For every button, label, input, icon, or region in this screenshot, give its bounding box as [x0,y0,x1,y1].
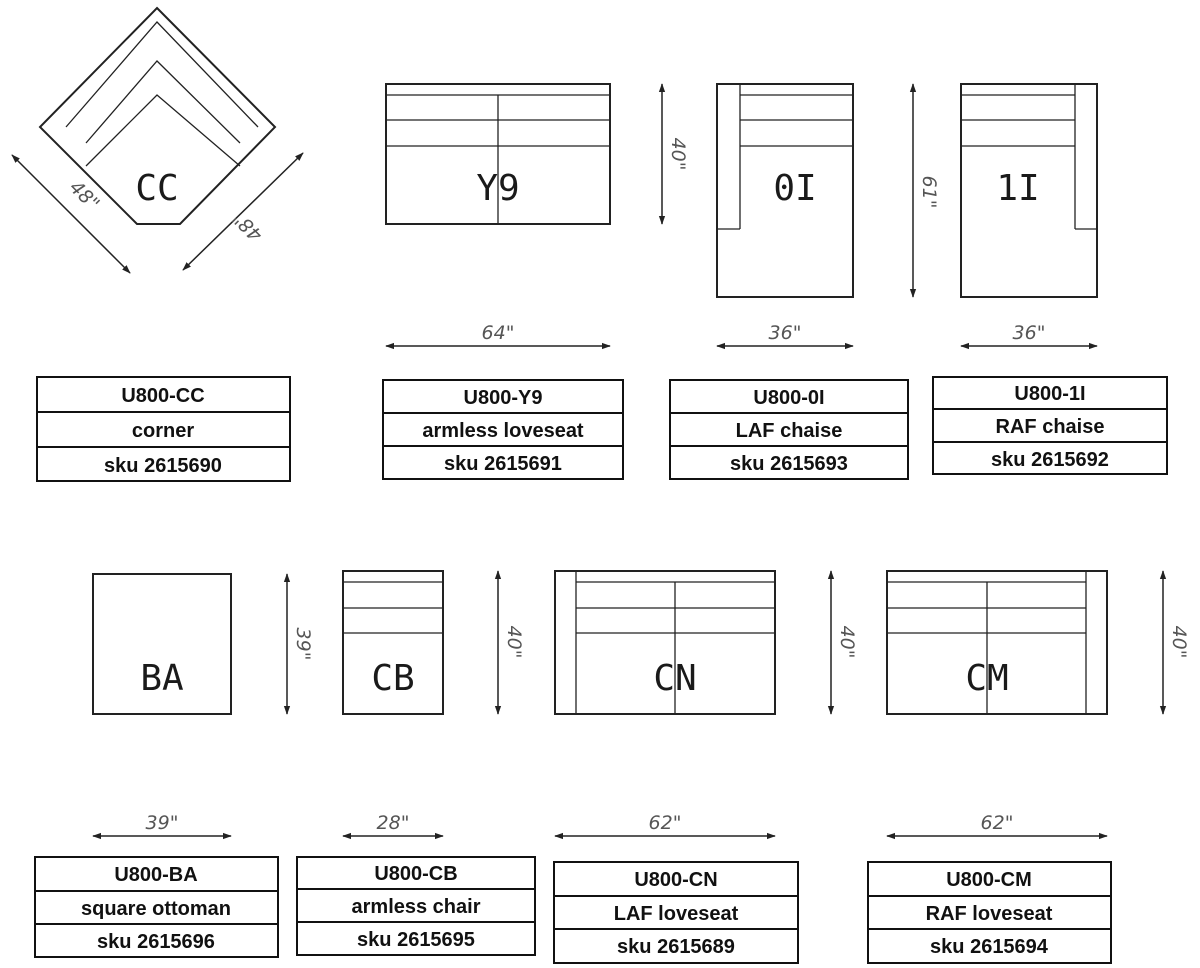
label-sku-code-cn: U800-CN [634,869,717,891]
label-table-cb [296,856,536,956]
label-table-0i [669,379,909,480]
label-sku-code-ba: U800-BA [114,864,197,886]
label-table-cc [36,376,291,482]
piece-code-cc: CC [135,168,178,209]
label-table-cn [553,861,799,964]
label-name-cc: corner [132,420,194,442]
corner-back-line-3 [85,94,241,167]
label-sku-cb: sku 2615695 [357,929,475,951]
label-sku-code-0i: U800-0I [753,387,824,409]
label-sku-cn: sku 2615689 [617,936,735,958]
piece-ba [92,573,232,715]
label-name-0i: LAF chaise [736,420,843,442]
dim-ba-width: 39" [146,812,179,834]
dim-cn-width: 62" [649,812,682,834]
label-sku-0i: sku 2615693 [730,453,848,475]
piece-cc [38,6,277,225]
piece-code-y9: Y9 [476,168,519,209]
dim-cm-width: 62" [981,812,1014,834]
piece-cm [886,570,1108,715]
piece-code-0i: 0I [773,168,816,209]
dim-arrow-cc-right [182,152,304,271]
piece-cn [554,570,776,715]
label-sku-y9: sku 2615691 [444,453,562,475]
label-sku-code-cm: U800-CM [946,869,1032,891]
label-sku-1i: sku 2615692 [991,449,1109,471]
corner-back-line-2 [85,60,241,144]
label-sku-code-y9: U800-Y9 [464,387,543,409]
label-name-ba: square ottoman [81,898,231,920]
label-name-1i: RAF chaise [996,416,1105,438]
dim-y9-width: 64" [482,322,515,344]
dim-1i-width: 36" [1013,322,1046,344]
label-sku-ba: sku 2615696 [97,931,215,953]
label-table-1i [932,376,1168,475]
dim-cn-height: 40" [836,626,858,659]
dim-0i-height: 61" [918,176,940,209]
label-table-y9 [382,379,624,480]
label-name-cm: RAF loveseat [926,903,1053,925]
label-sku-code-cc: U800-CC [121,385,204,407]
dim-arrow-cc-left [11,154,131,274]
piece-code-cm: CM [965,658,1008,699]
piece-code-cb: CB [371,658,414,699]
label-sku-code-cb: U800-CB [374,863,457,885]
dim-cc-left: 48" [65,176,104,215]
label-name-cn: LAF loveseat [614,903,739,925]
label-table-ba [34,856,279,958]
label-sku-cc: sku 2615690 [104,455,222,477]
label-table-cm [867,861,1112,964]
corner-outline [38,6,277,225]
label-sku-code-1i: U800-1I [1014,383,1085,405]
piece-code-ba: BA [140,658,184,699]
piece-0i [716,83,854,298]
dim-cb-width: 28" [377,812,410,834]
piece-y9 [385,83,611,225]
piece-cb [342,570,444,715]
dim-cm-height: 40" [1168,626,1190,659]
label-sku-cm: sku 2615694 [930,936,1049,958]
piece-code-cn: CN [653,658,696,699]
piece-code-1i: 1I [996,168,1039,209]
piece-1i [960,83,1098,298]
corner-back-line-1 [65,21,259,128]
dim-cc-right: 48" [228,207,267,246]
dim-cb-height: 40" [503,626,525,659]
dim-ba-height: 39" [292,628,314,661]
dim-y9-height: 40" [667,138,689,171]
dim-0i-width: 36" [769,322,802,344]
label-name-y9: armless loveseat [422,420,584,442]
label-name-cb: armless chair [352,896,481,918]
